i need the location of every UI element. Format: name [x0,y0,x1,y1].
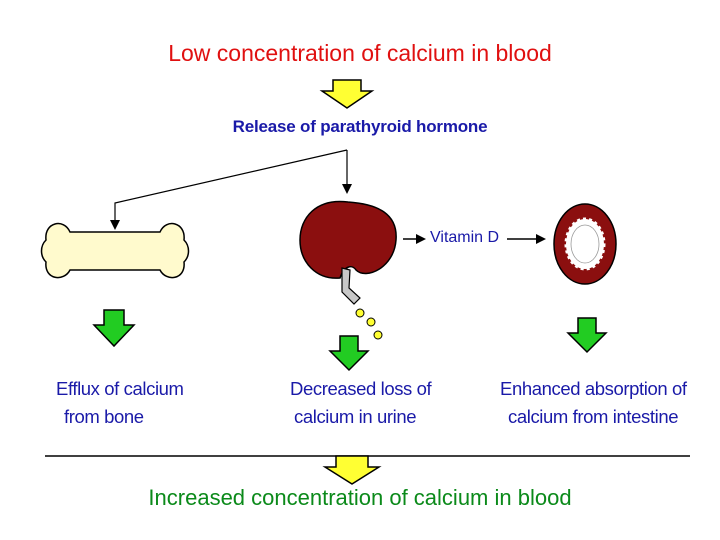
kidney-icon [299,200,397,305]
urine-droplets [355,308,383,340]
intestine-cross-section-icon [553,203,617,285]
effect-intestine-line2: calcium from intestine [508,406,679,427]
arrow-kidney-to-vitamin-d [403,234,426,244]
yellow-down-arrow-top [319,79,375,109]
effect-bone: Efflux of calcium from bone [56,375,184,431]
arrow-vitamin-d-to-intestine [507,234,546,244]
hormone-release-label: Release of parathyroid hormone [232,117,488,136]
green-down-arrow-bone [92,309,136,348]
effect-bone-line2: from bone [64,406,144,427]
bone-icon [40,222,190,279]
effect-intestine: Enhanced absorption of calcium from inte… [500,375,687,431]
effect-kidney-line1: Decreased loss of [290,378,432,399]
trigger-title: Low concentration of calcium in blood [168,40,552,66]
result-title: Increased concentration of calcium in bl… [148,485,572,510]
effect-kidney-line2: calcium in urine [294,406,417,427]
vitamin-d-label: Vitamin D [430,229,500,246]
green-down-arrow-intestine [566,317,608,354]
yellow-down-arrow-bottom [322,455,382,485]
effect-bone-line1: Efflux of calcium [56,378,184,399]
green-down-arrow-kidney [328,335,370,372]
arrowhead-to-kidney [342,184,352,194]
effect-intestine-line1: Enhanced absorption of [500,378,687,399]
hormone-connector [114,149,348,222]
arrowhead-to-bone [110,220,120,230]
effect-kidney: Decreased loss of calcium in urine [290,375,432,431]
